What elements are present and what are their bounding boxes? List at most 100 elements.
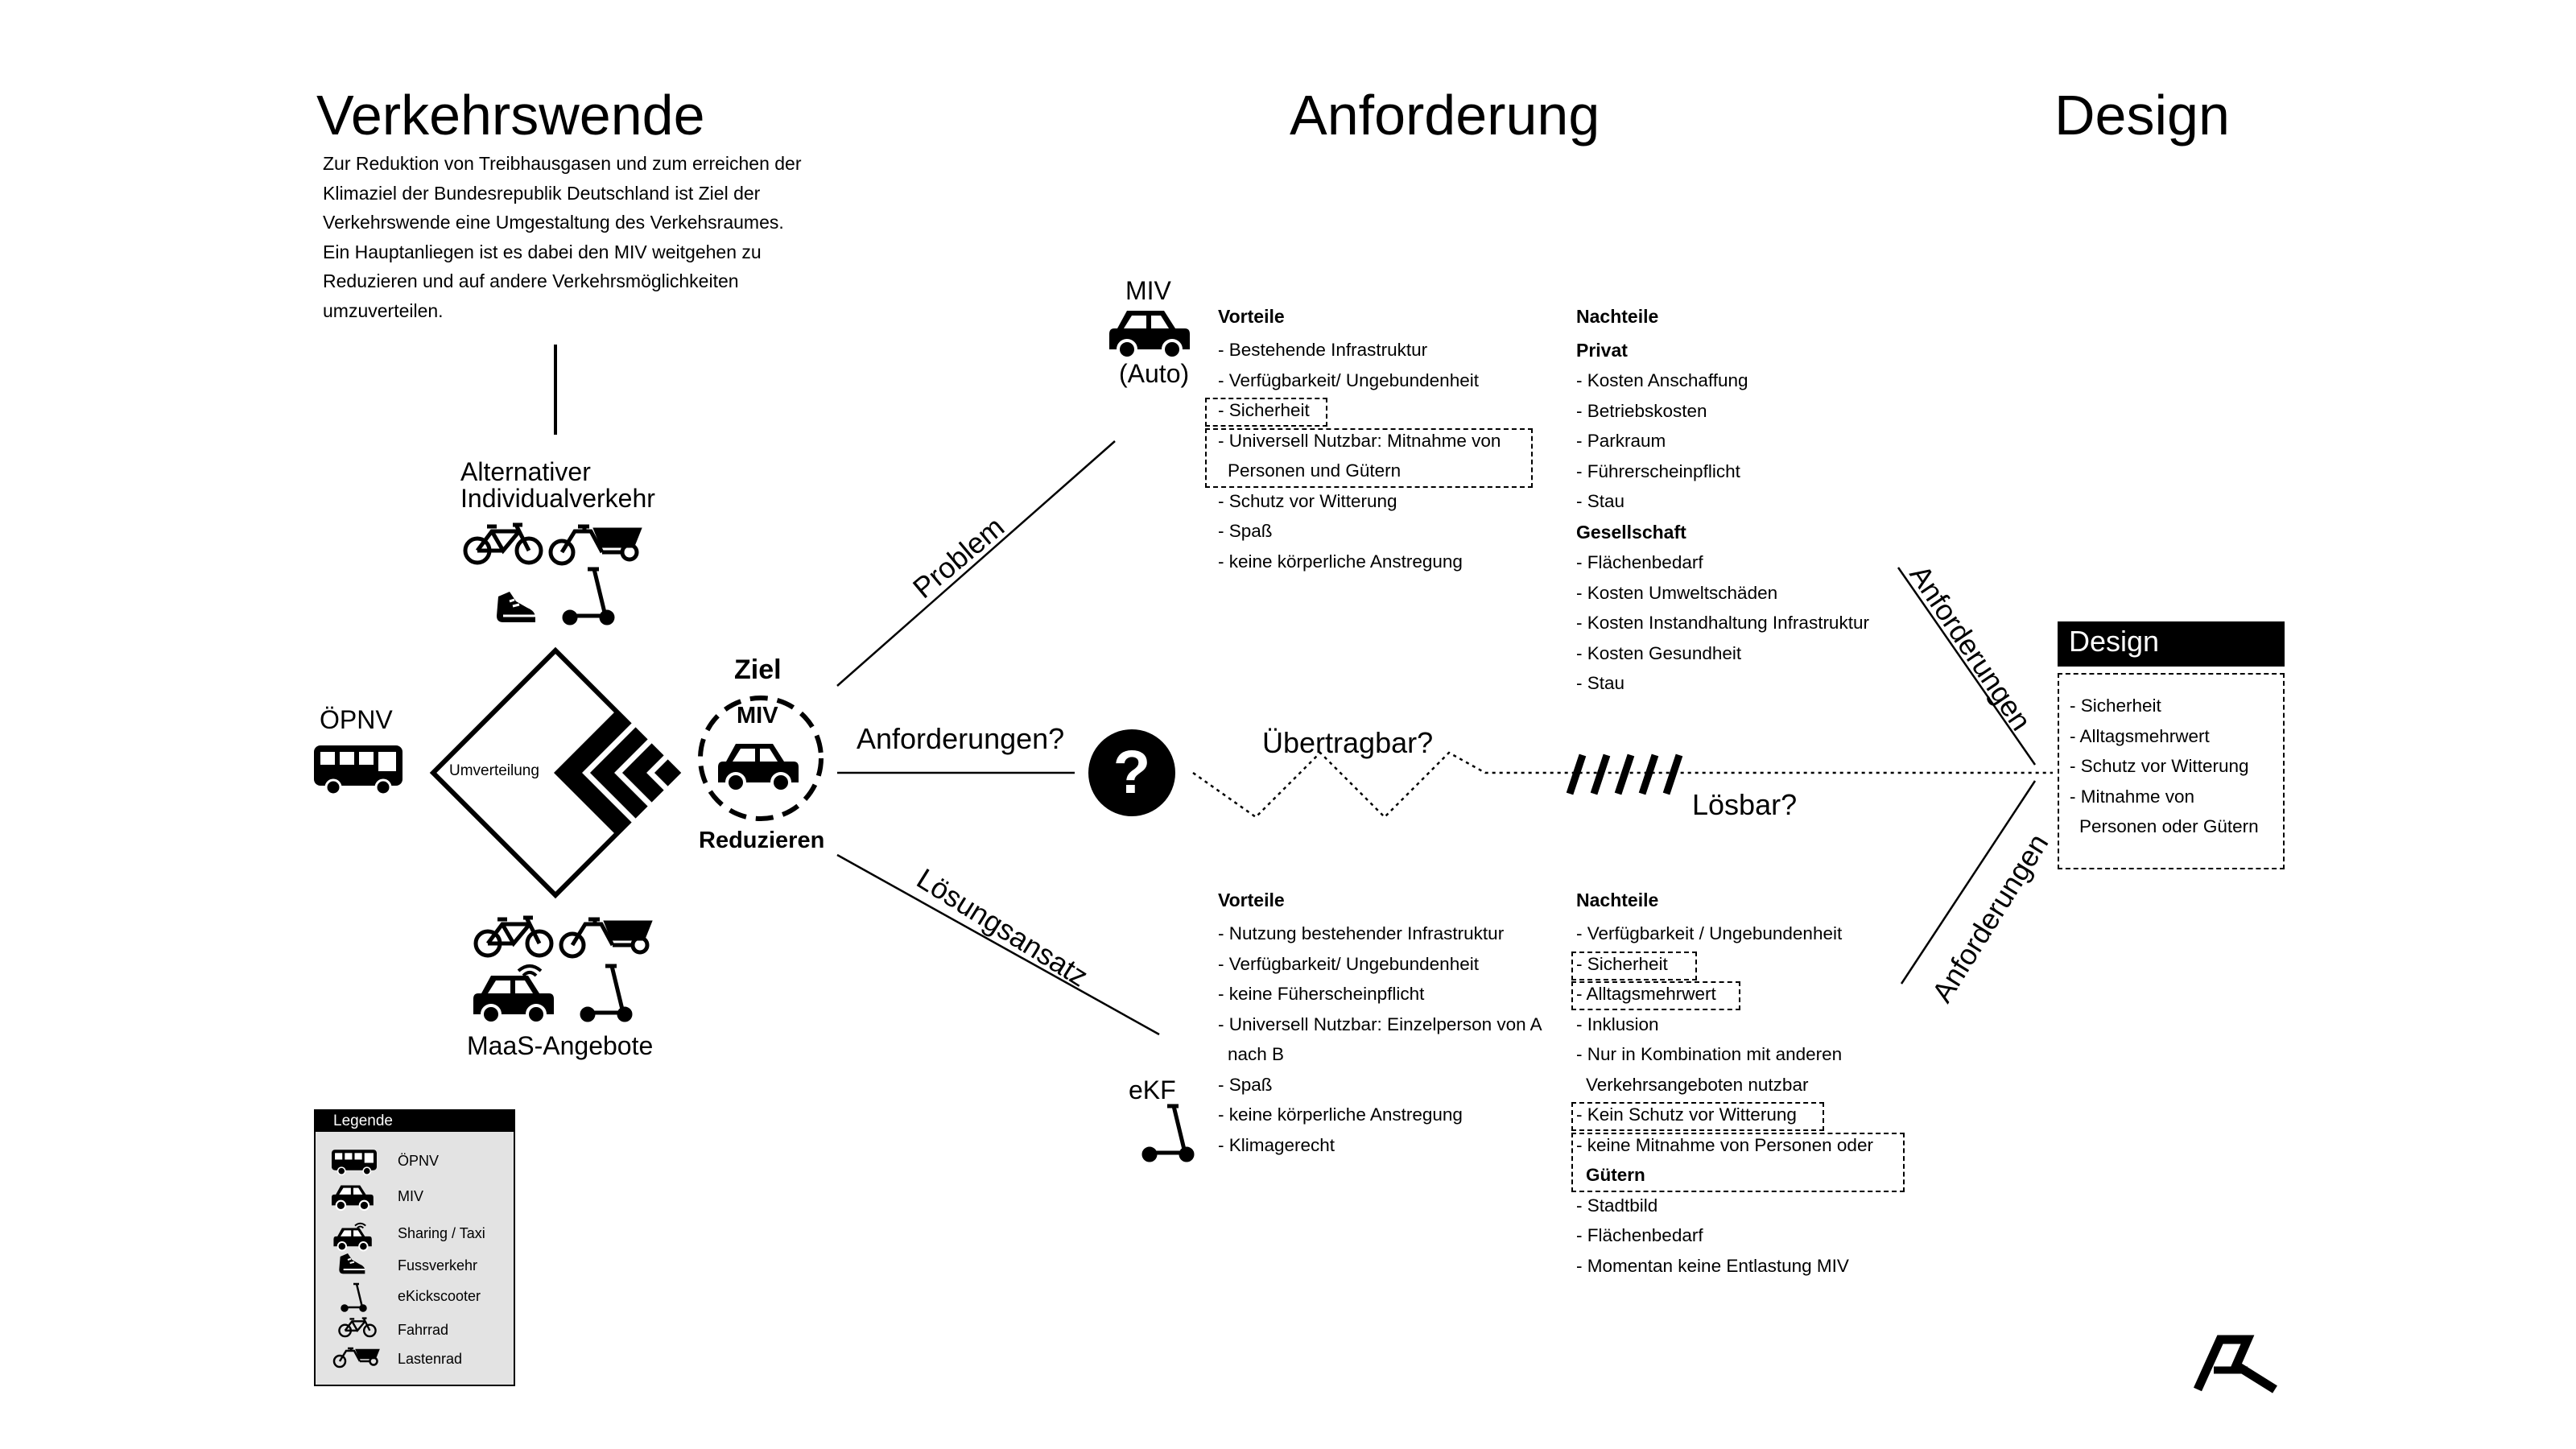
list-item: - Momentan keine Entlastung MIV [1576,1255,1849,1276]
list-item: - Mitnahme von [2070,786,2195,807]
list-item: Personen oder Gütern [2079,816,2259,836]
list-item: Personen und Gütern [1228,460,1402,481]
miv-vorteile-list: - Bestehende Infrastruktur - Verfügbarke… [1218,335,1501,576]
list-item: - Kosten Gesundheit [1576,642,1742,663]
legend-label: ÖPNV [398,1153,440,1169]
alt-label-1: Alternativer [460,457,591,486]
intro-text: Zur Reduktion von Treibhausgasen und zum… [323,153,802,321]
question-circle: ? [1088,729,1175,816]
design-box-heading: Design [2058,621,2285,667]
ziel-miv-label: MIV [737,703,778,729]
list-item: - Alltagsmehrwert [2070,725,2210,746]
list-item: - Verfügbarkeit/ Ungebundenheit [1218,953,1479,974]
bus-icon [312,744,404,796]
car-icon [1108,309,1191,360]
list-item: - Universell Nutzbar: Mitnahme von [1218,430,1501,451]
list-item: - Kosten Umweltschäden [1576,582,1778,603]
legend-label: MIV [398,1188,424,1204]
design-box [2058,673,2285,869]
bicycle-icon [473,916,554,961]
list-item: - Führerscheinpflicht [1576,460,1740,481]
list-item: - Sicherheit [1218,400,1310,420]
highlight-box [1571,1102,1824,1131]
ziel-label: Ziel [734,654,782,685]
heading-anforderung: Anforderung [1290,84,1600,147]
list-item: - Kosten Instandhaltung Infrastruktur [1576,613,1869,633]
list-item: - Flächenbedarf [1576,1225,1703,1245]
cargo-bike-icon [549,523,646,568]
legend-label: Sharing / Taxi [398,1225,485,1241]
miv-gesellschaft-heading: Gesellschaft [1576,522,1686,543]
loesbar-label: Lösbar? [1692,788,1798,821]
legend-item: Fahrrad [316,1315,514,1344]
ekf-vorteile-list: - Nutzung bestehender Infrastruktur - Ve… [1218,919,1542,1160]
list-item: - Spaß [1218,521,1273,541]
legend-item: eKickscooter [316,1282,514,1312]
scooter-icon [1143,1104,1191,1162]
legend-item: ÖPNV [316,1146,514,1176]
ekf-label: eKF [1129,1075,1176,1104]
highlight-box [1571,1133,1905,1192]
legend-item: MIV [316,1182,514,1212]
list-item: - Schutz vor Witterung [1218,490,1397,511]
miv-gesellschaft-list: - Flächenbedarf - Kosten Umweltschäden -… [1576,547,1869,699]
umverteilung-label: Umverteilung [449,762,539,779]
legend-label: Fussverkehr [398,1257,478,1274]
reduzieren-label: Reduzieren [699,828,825,853]
miv-sub-label: (Auto) [1119,359,1190,388]
miv-vorteile-heading: Vorteile [1218,306,1285,327]
bus-icon [331,1149,378,1176]
list-item: - Spaß [1218,1074,1273,1095]
list-item: - keine Füherscheinpflicht [1218,984,1425,1004]
list-item: - keine Mitnahme von Personen oder [1576,1134,1873,1155]
heading-verkehrswende: Verkehrswende [316,84,705,147]
design-list: - Sicherheit - Alltagsmehrwert - Schutz … [2070,691,2259,842]
list-item: - Sicherheit [1576,953,1668,974]
list-item: - Stadtbild [1576,1195,1658,1216]
legend-item: Fussverkehr [316,1251,514,1280]
list-item: - Nutzung bestehender Infrastruktur [1218,923,1505,943]
uebertragbar-label: Übertragbar? [1262,726,1434,759]
legend-item: Lastenrad [316,1344,514,1373]
list-item: - Verfügbarkeit / Ungebundenheit [1576,923,1843,943]
highlight-box [1571,981,1740,1010]
list-item: Gütern [1586,1165,1645,1185]
miv-label: MIV [1125,276,1171,305]
sharing-car-icon [472,964,555,1025]
legend-title: Legende [316,1111,514,1132]
list-item: - Kein Schutz vor Witterung [1576,1104,1797,1125]
ziel-circle [698,696,824,821]
scooter-icon [341,1282,367,1312]
anforderungen-question-label: Anforderungen? [857,722,1065,755]
umverteilung-diamond [429,646,682,899]
bicycle-icon [338,1317,377,1338]
list-item: - Universell Nutzbar: Einzelperson von A [1218,1013,1542,1034]
miv-privat-heading: Privat [1576,340,1628,361]
car-icon [716,742,800,793]
list-item: - Alltagsmehrwert [1576,984,1716,1004]
miv-privat-list: - Kosten Anschaffung - Betriebskosten - … [1576,365,1748,517]
list-item: - Flächenbedarf [1576,552,1703,572]
sharing-car-icon [332,1222,373,1252]
legend: Legende ÖPNV MIV Sharing / Taxi Fussverk… [314,1109,515,1386]
list-item: - Verfügbarkeit/ Ungebundenheit [1218,369,1479,390]
shoe-icon [338,1253,366,1275]
highlight-box [1205,428,1533,488]
scooter-icon [581,964,630,1022]
list-item: - Parkraum [1576,431,1666,451]
scooter-icon [564,568,612,625]
legend-label: Lastenrad [398,1351,463,1367]
list-item: nach B [1228,1044,1285,1064]
logo-icon [2193,1335,2277,1393]
list-item: - Kosten Anschaffung [1576,370,1748,390]
cargo-bike-icon [332,1347,380,1368]
shoe-icon [495,590,537,624]
list-item: - Klimagerecht [1218,1134,1335,1155]
highlight-box [1571,952,1697,980]
list-item: - Betriebskosten [1576,400,1707,421]
legend-label: eKickscooter [398,1288,481,1304]
list-item: - Sicherheit [2070,696,2161,716]
list-item: - Stau [1576,673,1625,693]
list-item: Verkehrsangeboten nutzbar [1586,1074,1809,1095]
heading-design: Design [2054,84,2230,147]
